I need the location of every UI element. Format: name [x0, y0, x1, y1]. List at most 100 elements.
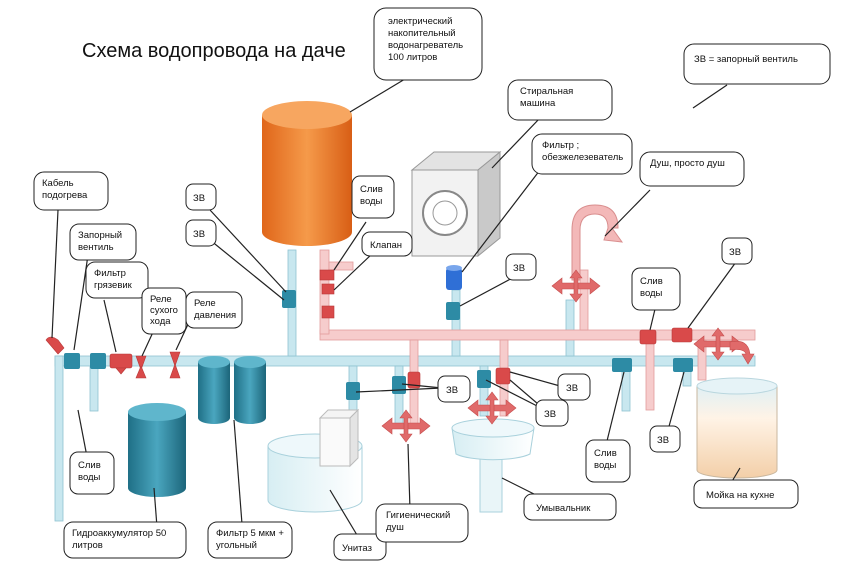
hydro-accumulator — [128, 403, 186, 497]
pressure-relay-icon — [169, 351, 181, 367]
zv-hot-valve-icon — [671, 327, 693, 343]
callout-zv-e: ЗВ — [437, 375, 471, 403]
zv-valve-icon — [446, 302, 460, 320]
shower-head-icon — [571, 204, 624, 281]
callout-zv-c: ЗВ — [505, 253, 537, 281]
iron-filter — [446, 265, 462, 290]
svg-text:ЗВ: ЗВ — [566, 383, 578, 394]
washbasin — [451, 418, 535, 513]
svg-text:ЗВ: ЗВ — [513, 263, 525, 274]
callout-washbasin: Умывальник — [523, 493, 617, 521]
water-heater — [262, 101, 352, 246]
svg-text:ЗВ: ЗВ — [193, 193, 205, 204]
svg-text:ЗВ: ЗВ — [657, 435, 669, 446]
kitchen-mixer-icon — [693, 327, 755, 365]
callout-iron-filter: Фильтр ;обезжелезеватель — [531, 133, 633, 175]
filter-5-micron — [198, 356, 266, 424]
callout-zv-f: ЗВ — [557, 373, 591, 401]
callout-zv-d: ЗВ — [721, 237, 753, 265]
zv-valve-icon — [346, 382, 360, 400]
drain-pipe-left — [89, 365, 99, 412]
svg-text:ЗВ: ЗВ — [544, 409, 556, 420]
page-title: Схема водопровода на даче — [82, 40, 346, 62]
callout-zv-g: ЗВ — [535, 399, 569, 427]
main-hot-pipe — [319, 329, 756, 341]
toilet — [267, 408, 363, 513]
shutoff-valve-icon — [64, 353, 80, 369]
drain-hot-pipe — [645, 339, 655, 411]
zv-hot-valve-icon — [639, 329, 657, 345]
callout-zv-a: ЗВ — [185, 183, 217, 211]
svg-text:Мойка на кухне: Мойка на кухне — [706, 490, 774, 501]
zv-valve-icon — [477, 370, 491, 388]
shutoff-valve-icon — [90, 353, 106, 369]
pressure-relay-icon — [169, 363, 181, 379]
svg-text:ЗВ: ЗВ — [193, 229, 205, 240]
heater-valve-icon — [321, 305, 335, 319]
dry-run-relay-icon — [135, 365, 147, 379]
callout-toilet: Унитаз — [333, 533, 387, 561]
svg-text:Фильтр 5 мкм +угольный: Фильтр 5 мкм +угольный — [216, 528, 284, 551]
shower-hot-pipe — [579, 269, 589, 331]
zv-hot-valve-icon — [495, 367, 511, 385]
zv-valve-icon — [673, 358, 693, 372]
sink-cold-pipe — [479, 365, 489, 417]
callout-zv-note: ЗВ = запорный вентиль — [683, 43, 831, 85]
callout-filter-5: Фильтр 5 мкм +угольный — [207, 521, 293, 559]
washer-pipe — [451, 289, 461, 357]
zv-valve-icon — [282, 290, 296, 308]
svg-text:ЗВ: ЗВ — [446, 385, 458, 396]
red-fittings — [45, 269, 693, 389]
svg-text:ЗВ: ЗВ — [729, 247, 741, 258]
kitchen-sink — [696, 377, 778, 479]
svg-text:Душ, просто душ: Душ, просто душ — [650, 158, 725, 169]
callout-kitchen-sink: Мойка на кухне — [693, 479, 799, 509]
callout-check-valve: Клапан — [361, 231, 413, 257]
zv-valve-icon — [392, 376, 406, 394]
check-valve-icon — [321, 283, 335, 295]
washing-machine — [410, 150, 502, 258]
heater-drain-tap-icon — [319, 269, 335, 281]
svg-text:ЗВ = запорный вентиль: ЗВ = запорный вентиль — [694, 54, 798, 65]
shower-cold-pipe — [565, 299, 575, 357]
mud-filter-icon — [109, 353, 133, 369]
svg-text:Умывальник: Умывальник — [536, 503, 591, 514]
hygienic-shower-mixer-icon — [381, 409, 431, 443]
drain-branch — [328, 261, 354, 271]
inlet-pipe — [54, 355, 64, 522]
callout-zv-h: ЗВ — [649, 425, 681, 453]
shower-mixer-icon — [551, 269, 601, 303]
heating-cable-icon — [45, 336, 65, 355]
callout-shower: Душ, просто душ — [639, 151, 745, 187]
mud-filter-drain-icon — [115, 367, 127, 375]
svg-text:Клапан: Клапан — [370, 240, 402, 251]
dry-run-relay-icon — [135, 355, 147, 371]
